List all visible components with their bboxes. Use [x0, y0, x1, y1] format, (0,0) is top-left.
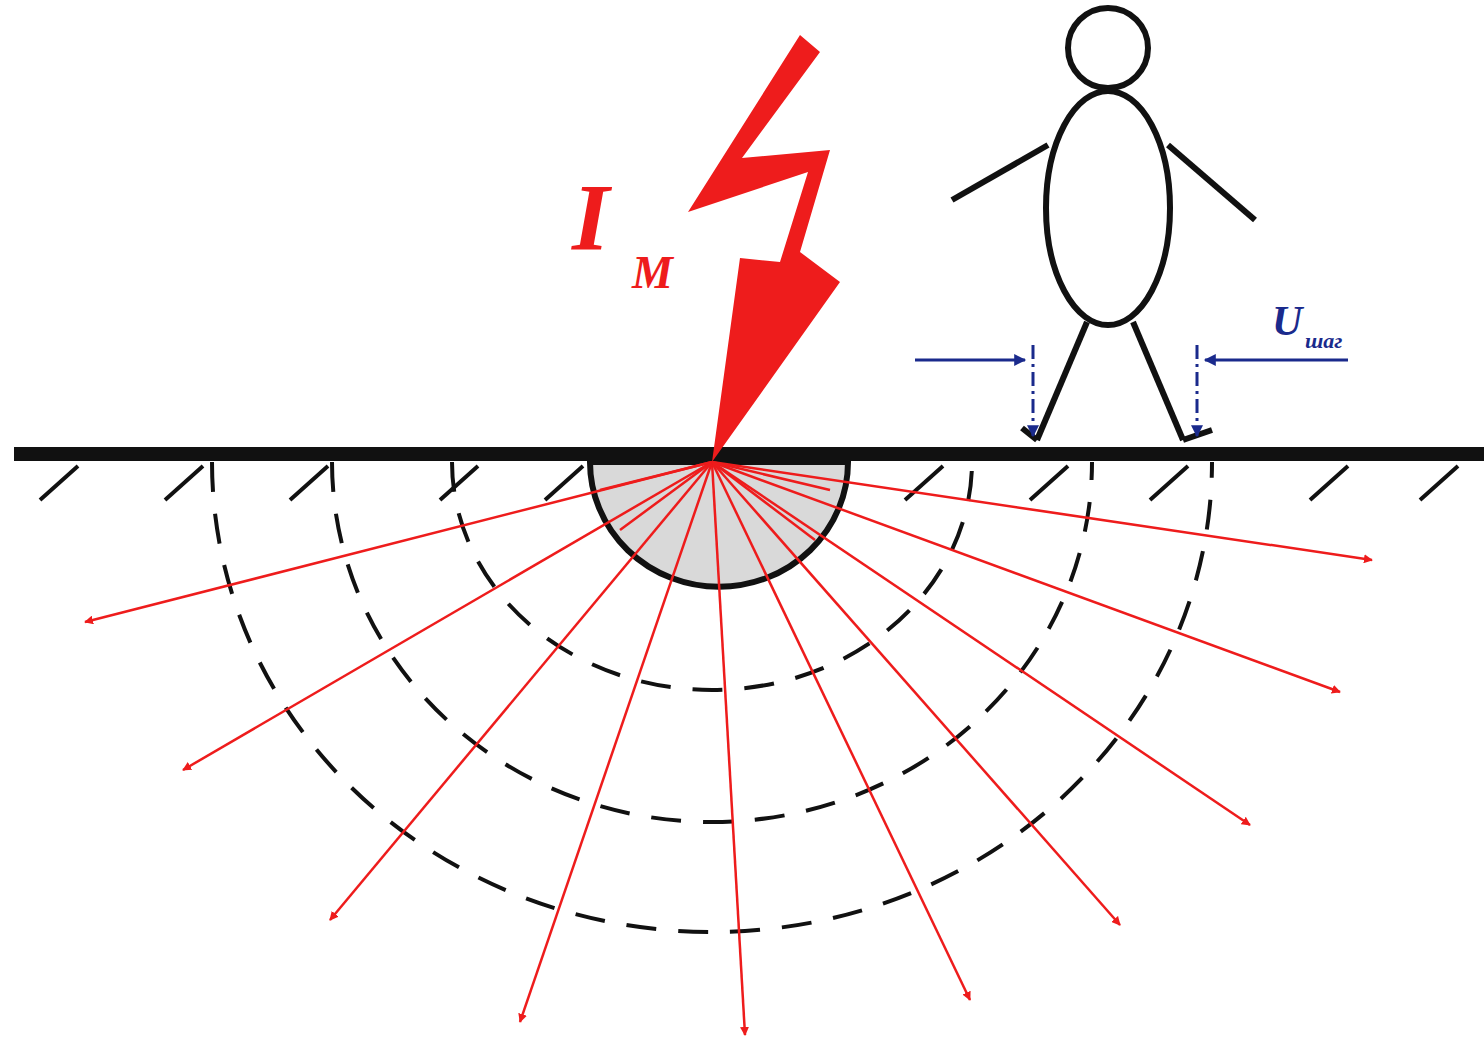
current-symbol: I	[572, 170, 609, 266]
person-figure	[952, 8, 1255, 440]
voltage-symbol: U	[1272, 300, 1302, 342]
current-subscript: M	[632, 250, 673, 296]
voltage-subscript: шаг	[1305, 330, 1342, 352]
step-voltage-marks	[915, 345, 1348, 436]
ground-surface	[14, 447, 1484, 461]
current-rays-short	[600, 462, 830, 540]
lightning-bolt	[688, 35, 840, 462]
current-rays	[85, 462, 1372, 1035]
